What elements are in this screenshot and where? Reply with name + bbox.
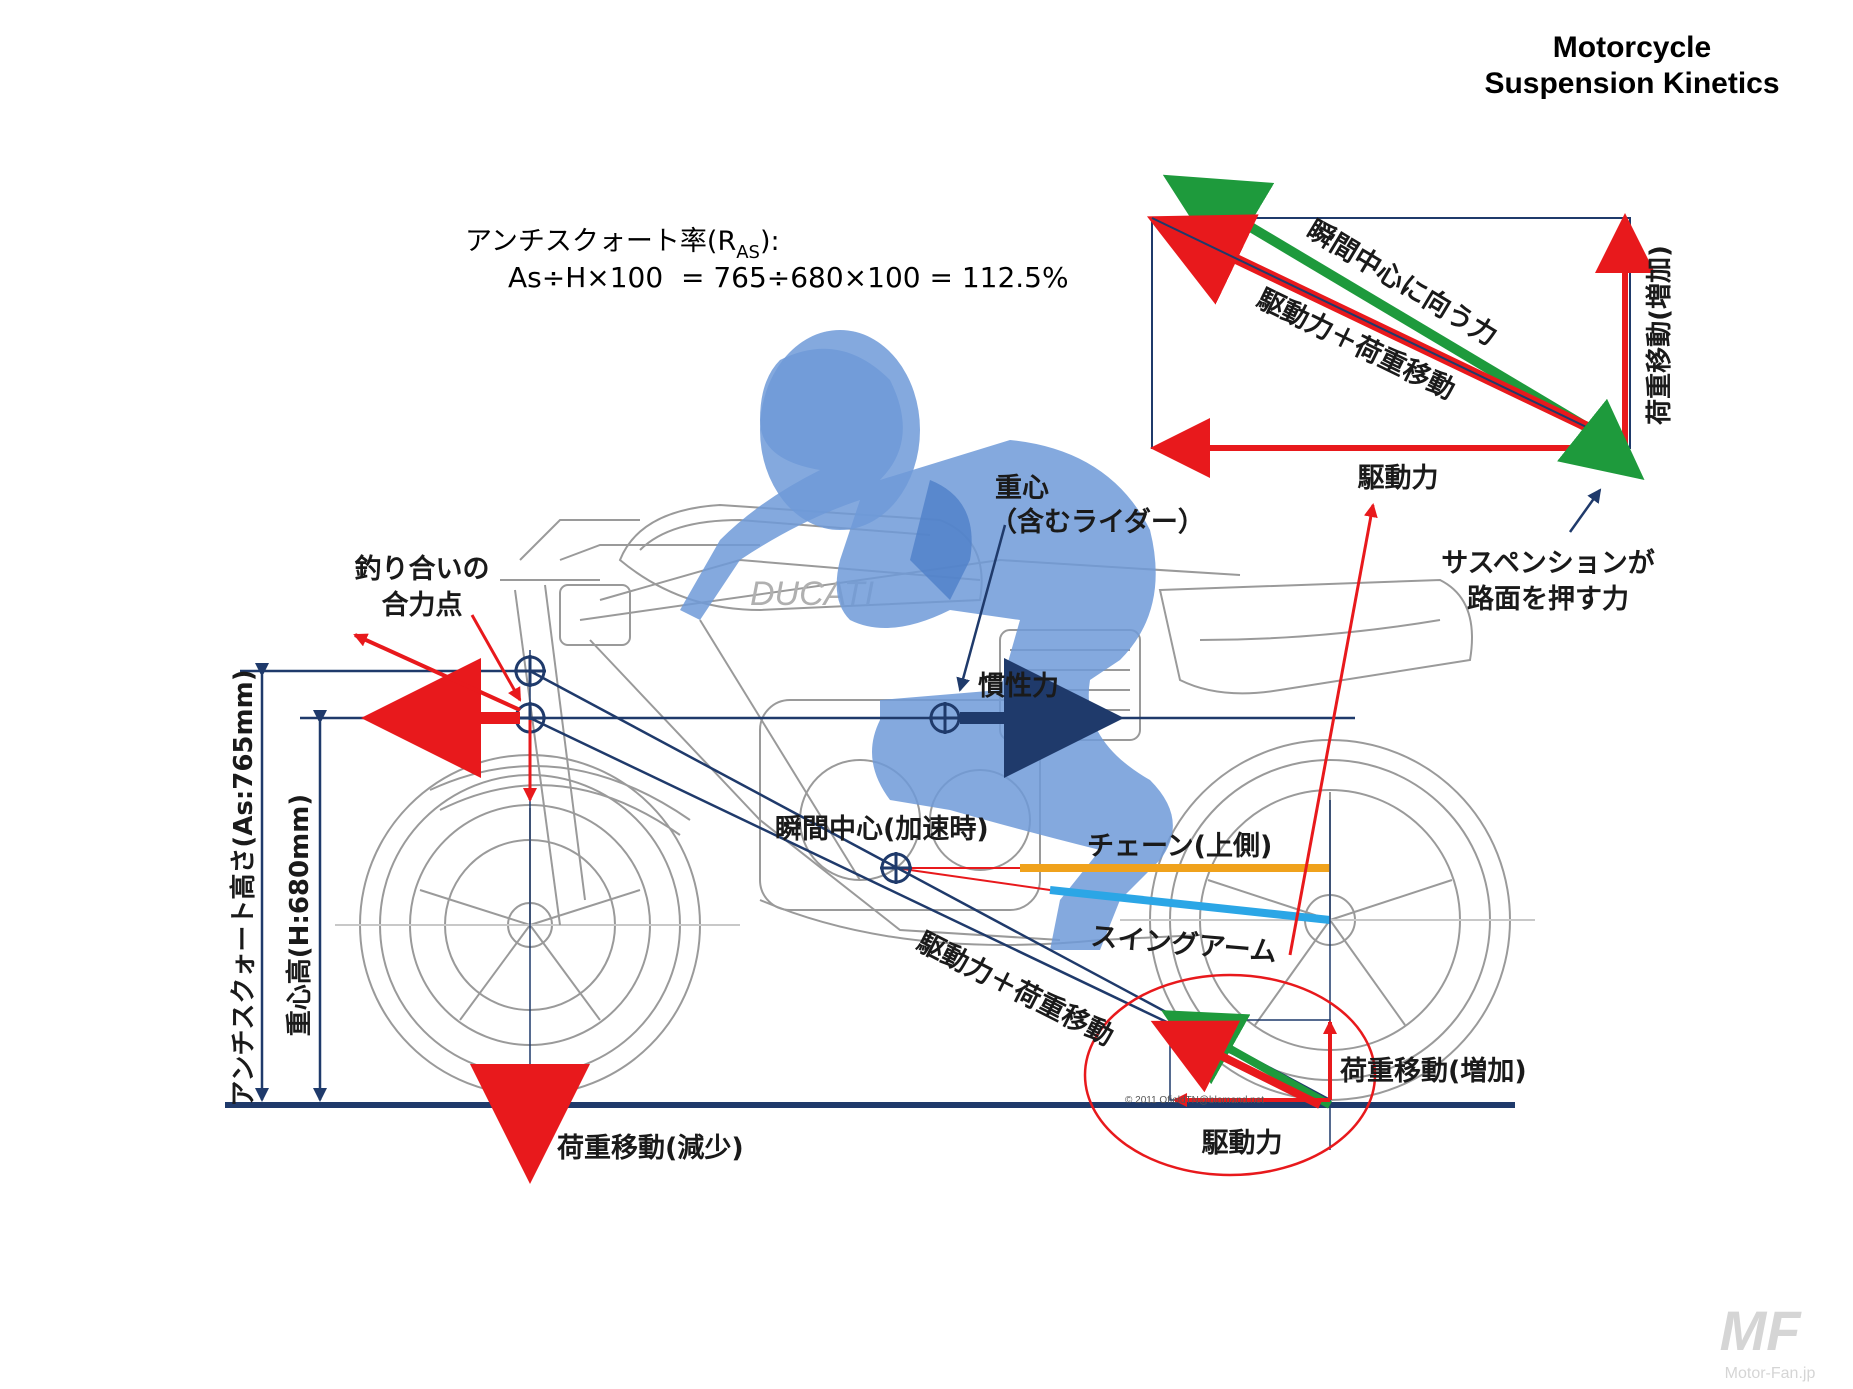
balance-point-upper-marker <box>514 655 546 687</box>
formula-label-main: アンチスクォート率(R <box>465 226 736 257</box>
credit-text: © 2011 OfieldTN@blomand.net <box>1125 1095 1264 1106</box>
instant-center-marker <box>880 852 912 884</box>
cog-height-label: 重心高(H:680mm) <box>284 794 315 1036</box>
balance-label-1: 釣り合いの <box>355 553 490 585</box>
rider-silhouette <box>680 330 1173 950</box>
vector-inset <box>1146 174 1655 480</box>
cog-label-2: （含むライダー） <box>990 506 1205 538</box>
rear-red-diagonal-arrow <box>1150 1020 1322 1109</box>
handlebar-area <box>500 519 640 646</box>
chain-label: チェーン(上側) <box>1087 831 1272 862</box>
cog-marker <box>929 702 961 734</box>
title-line-2: Suspension Kinetics <box>1484 67 1779 100</box>
front-wheel <box>335 754 740 1096</box>
formula-expression: As÷H×100 = 765÷680×100 = 112.5% <box>508 261 1069 294</box>
inset-drive-force-label: 駆動力 <box>1358 463 1439 494</box>
formula-label-end: ): <box>760 226 780 257</box>
watermark: MF Motor-Fan.jp <box>1720 1299 1816 1382</box>
watermark-logo: MF <box>1720 1299 1803 1362</box>
inset-ground-arrow <box>1557 398 1645 480</box>
suspension-push-label-2: 路面を押す力 <box>1467 583 1629 615</box>
inset-navy-diagonal <box>1151 217 1631 449</box>
cog-pointer <box>956 524 1007 692</box>
title-line-1: Motorcycle <box>1553 31 1711 64</box>
inertia-label: 慣性力 <box>978 671 1059 702</box>
suspension-pointer <box>1568 488 1602 533</box>
balance-label-pointer <box>470 614 522 702</box>
force-arrows <box>353 503 1378 1184</box>
formula-label: アンチスクォート率(RAS): <box>465 226 780 263</box>
cog-label-1: 重心 <box>995 473 1049 504</box>
load-decrease-label: 荷重移動(減少) <box>557 1133 744 1164</box>
suspension-push-label-1: サスペンションが <box>1441 547 1655 579</box>
inset-load-increase-label: 荷重移動(増加) <box>1645 245 1675 425</box>
antisquat-height-label: アンチスクォート高さ(As:765mm) <box>228 669 259 1106</box>
formula-label-subscript: AS <box>736 242 760 263</box>
swingarm-line <box>1049 886 1331 924</box>
tail-section <box>1158 578 1473 695</box>
swingarm-label: スイングアーム <box>1089 920 1278 968</box>
rear-contact-highlight <box>1083 973 1377 1177</box>
watermark-site: Motor-Fan.jp <box>1725 1365 1816 1382</box>
balance-diagonal-arrow <box>353 633 521 712</box>
rear-green-arrow <box>1161 1010 1332 1109</box>
swingarm-extension-red <box>895 867 1051 891</box>
drive-force-bottom-label: 駆動力 <box>1202 1128 1283 1159</box>
instant-center-label: 瞬間中心(加速時) <box>775 814 989 845</box>
rider-arm-highlight <box>910 480 972 600</box>
balance-label-2: 合力点 <box>382 589 463 621</box>
load-increase-label: 荷重移動(増加) <box>1340 1055 1527 1087</box>
rear-to-inset-arrow <box>1288 503 1378 956</box>
